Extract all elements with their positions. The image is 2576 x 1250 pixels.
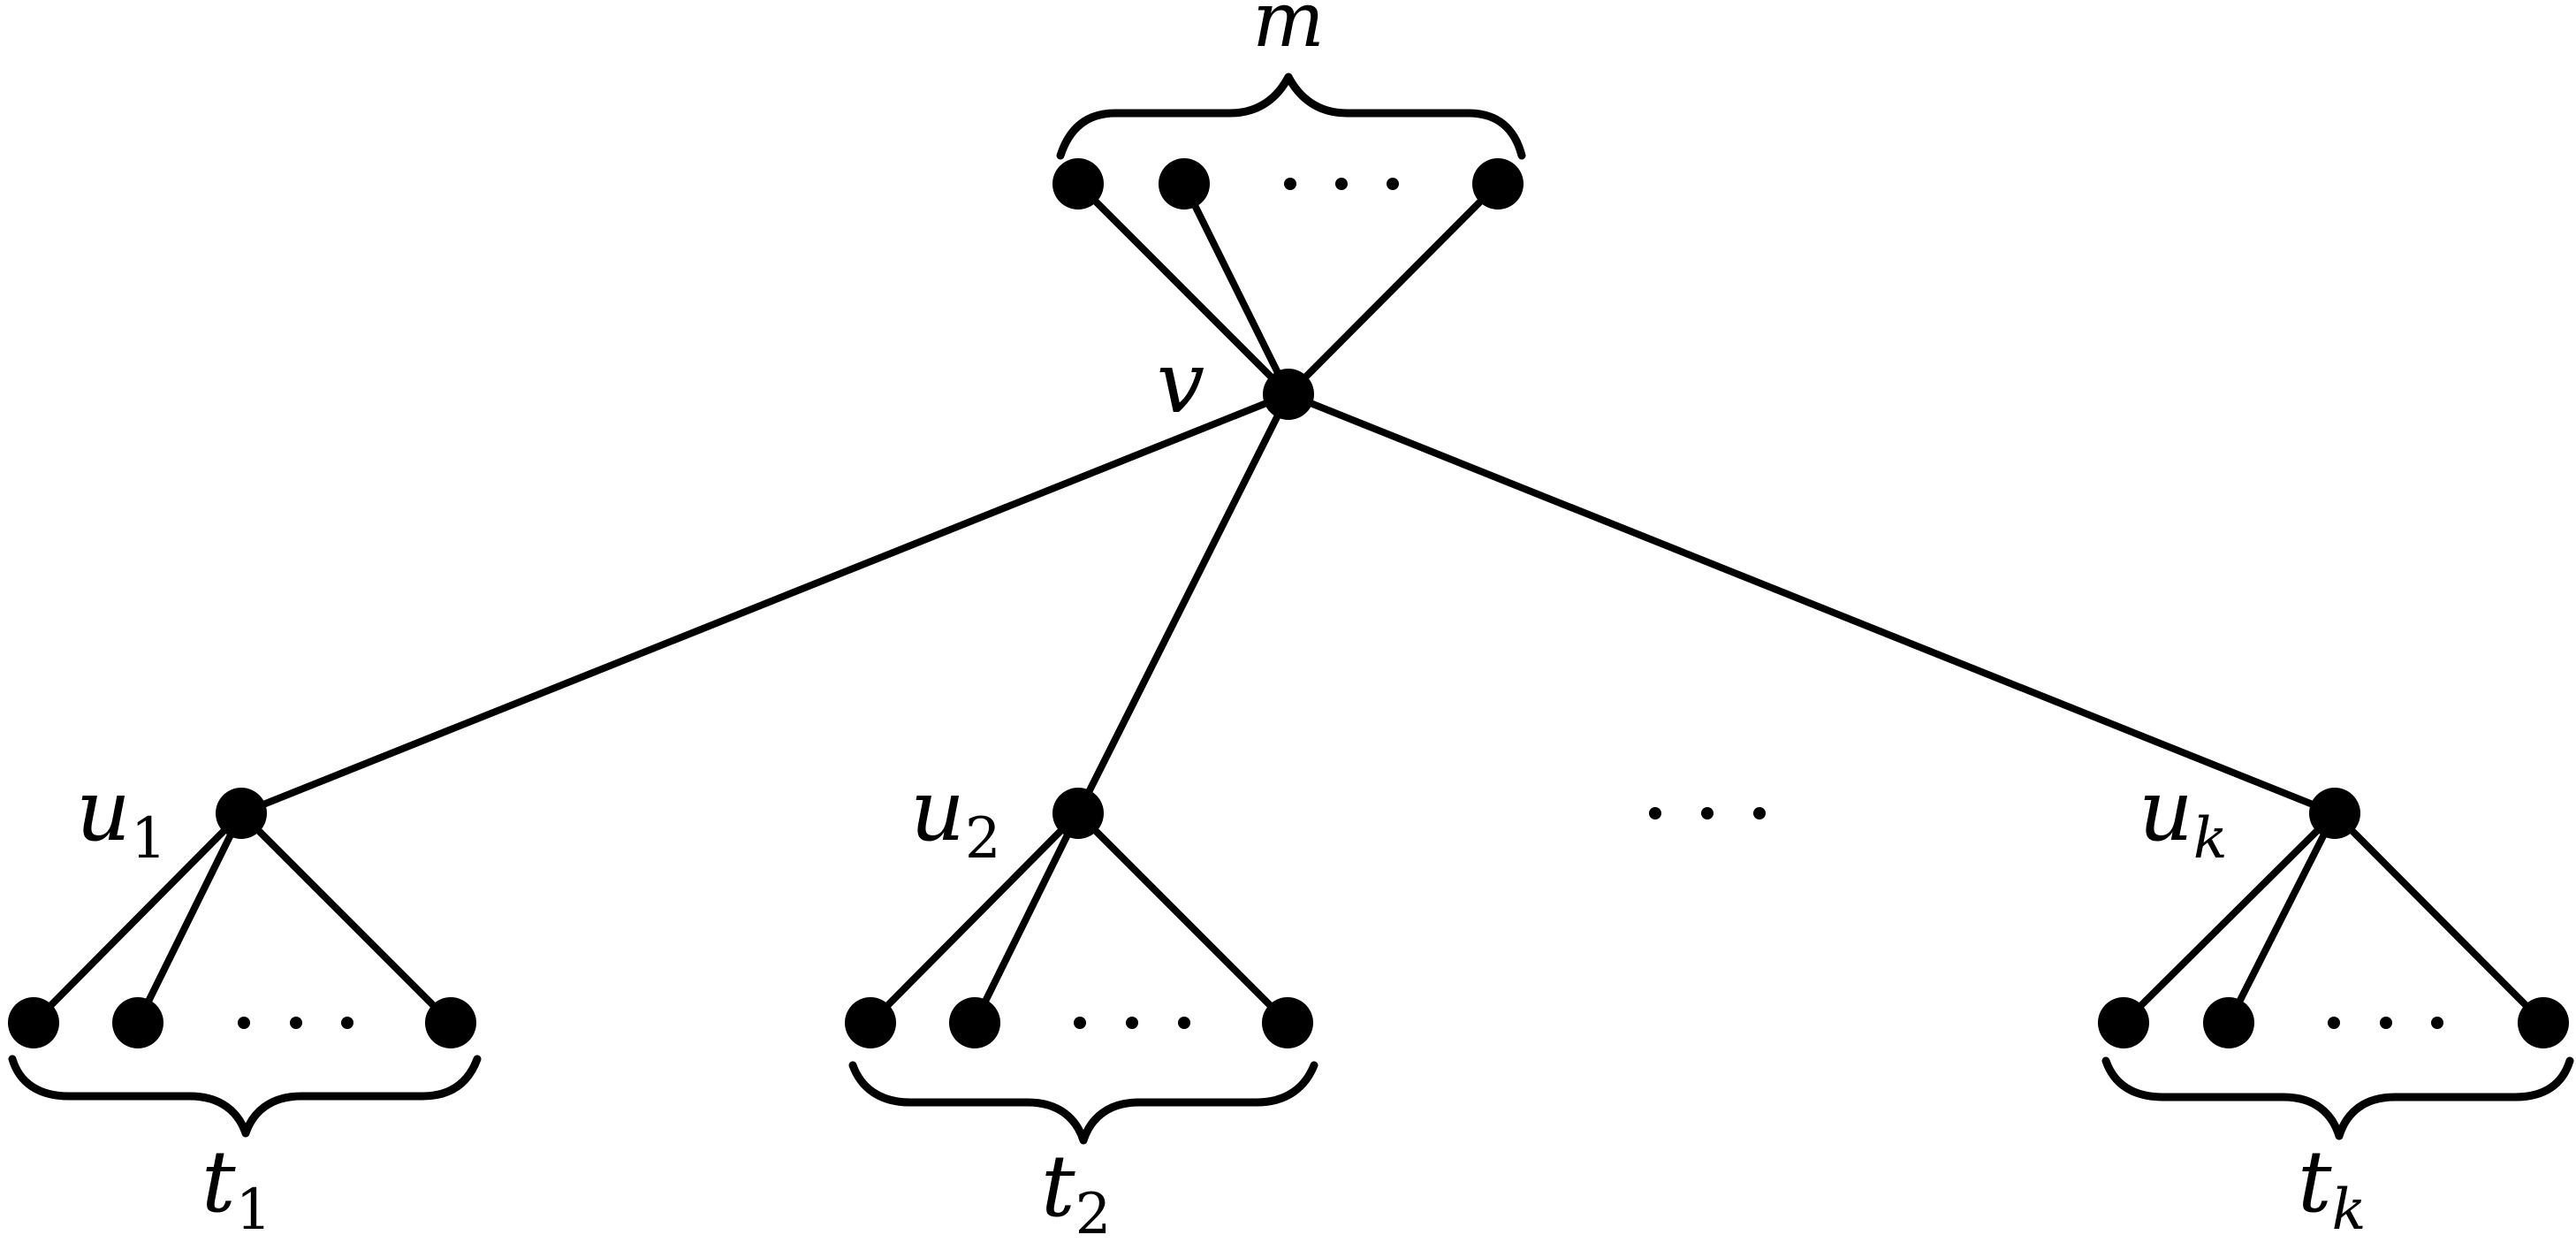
edge-v-top-1: [1075, 180, 1292, 398]
u2-leaf-3: [1262, 997, 1313, 1048]
ellipsis-uk-dot: [2380, 1017, 2392, 1029]
uk-leaf-2: [2203, 997, 2254, 1048]
ellipsis-u2-dot: [1178, 1017, 1190, 1029]
edge-uk-leaf-2: [2225, 810, 2338, 1026]
vertex-u1: [216, 788, 267, 839]
vertex-u2: [1052, 788, 1104, 839]
label-uk-subscript: k: [2193, 806, 2228, 872]
edge-u2-leaf-1: [867, 810, 1082, 1026]
u1-leaf-2: [112, 997, 163, 1048]
ellipsis-middle-dot: [1753, 807, 1766, 819]
ellipsis-u1-dot: [238, 1017, 250, 1029]
ellipsis-uk-dot: [2328, 1017, 2340, 1029]
edge-v-uk: [1285, 391, 2338, 817]
brace-tk: [2101, 1056, 2574, 1140]
brace-t2: [848, 1061, 1318, 1145]
edge-v-top-3: [1285, 180, 1501, 398]
label-t1-base: t: [201, 1132, 236, 1231]
label-v: v: [1157, 333, 1204, 432]
ellipsis-middle-dot: [1649, 807, 1661, 819]
vertex-v: [1263, 369, 1314, 420]
uk-leaf-1: [2098, 997, 2149, 1048]
u1-leaf-3: [425, 997, 476, 1048]
edge-u1-leaf-3: [238, 810, 454, 1026]
ellipsis-top-dot: [1284, 178, 1296, 190]
u2-leaf-2: [949, 997, 1000, 1048]
ellipsis-top-dot: [1335, 178, 1348, 190]
edge-u1-leaf-2: [134, 810, 245, 1026]
ellipsis-uk-dot: [2431, 1017, 2443, 1029]
ellipsis-u1-dot: [341, 1017, 353, 1029]
label-tk: tk: [2298, 1132, 2366, 1243]
top-leaf-2: [1159, 158, 1210, 210]
top-leaf-1: [1052, 158, 1104, 210]
ellipsis-u2-dot: [1126, 1017, 1138, 1029]
ellipsis-top-dot: [1387, 178, 1399, 190]
edge-v-u1: [238, 391, 1292, 817]
ellipsis-u1-dot: [290, 1017, 302, 1029]
label-u1-base: u: [76, 761, 131, 860]
label-m: m: [1252, 0, 1325, 65]
brace-m: [1056, 72, 1526, 160]
uk-leaf-3: [2518, 997, 2569, 1048]
edge-v-u2: [1075, 391, 1292, 817]
label-tk-subscript: k: [2332, 1178, 2367, 1243]
label-t2-base: t: [1041, 1137, 1075, 1236]
label-uk: uk: [2139, 761, 2228, 872]
label-u1-subscript: 1: [131, 806, 167, 872]
label-u2-subscript: 2: [965, 806, 1001, 872]
u1-leaf-1: [8, 997, 59, 1048]
vertex-uk: [2309, 788, 2360, 839]
u2-leaf-1: [845, 997, 896, 1048]
top-leaf-3: [1472, 158, 1524, 210]
label-t1: t1: [201, 1132, 271, 1243]
label-u2-base: u: [910, 761, 965, 860]
edge-u2-leaf-2: [971, 810, 1082, 1026]
edge-u1-leaf-1: [30, 810, 245, 1026]
label-u1: u1: [76, 761, 167, 872]
ellipsis-middle-dot: [1701, 807, 1714, 819]
label-t2: t2: [1041, 1137, 1111, 1247]
ellipsis-u2-dot: [1074, 1017, 1086, 1029]
edge-v-top-2: [1181, 180, 1292, 398]
label-t1-subscript: 1: [236, 1178, 272, 1243]
label-tk-base: t: [2298, 1132, 2332, 1231]
label-uk-base: u: [2139, 761, 2193, 860]
edge-u2-leaf-3: [1075, 810, 1291, 1026]
edge-uk-leaf-1: [2120, 810, 2338, 1026]
label-u2: u2: [910, 761, 1001, 872]
edge-uk-leaf-3: [2331, 810, 2547, 1026]
label-t2-subscript: 2: [1075, 1182, 1112, 1247]
brace-t1: [8, 1055, 482, 1138]
